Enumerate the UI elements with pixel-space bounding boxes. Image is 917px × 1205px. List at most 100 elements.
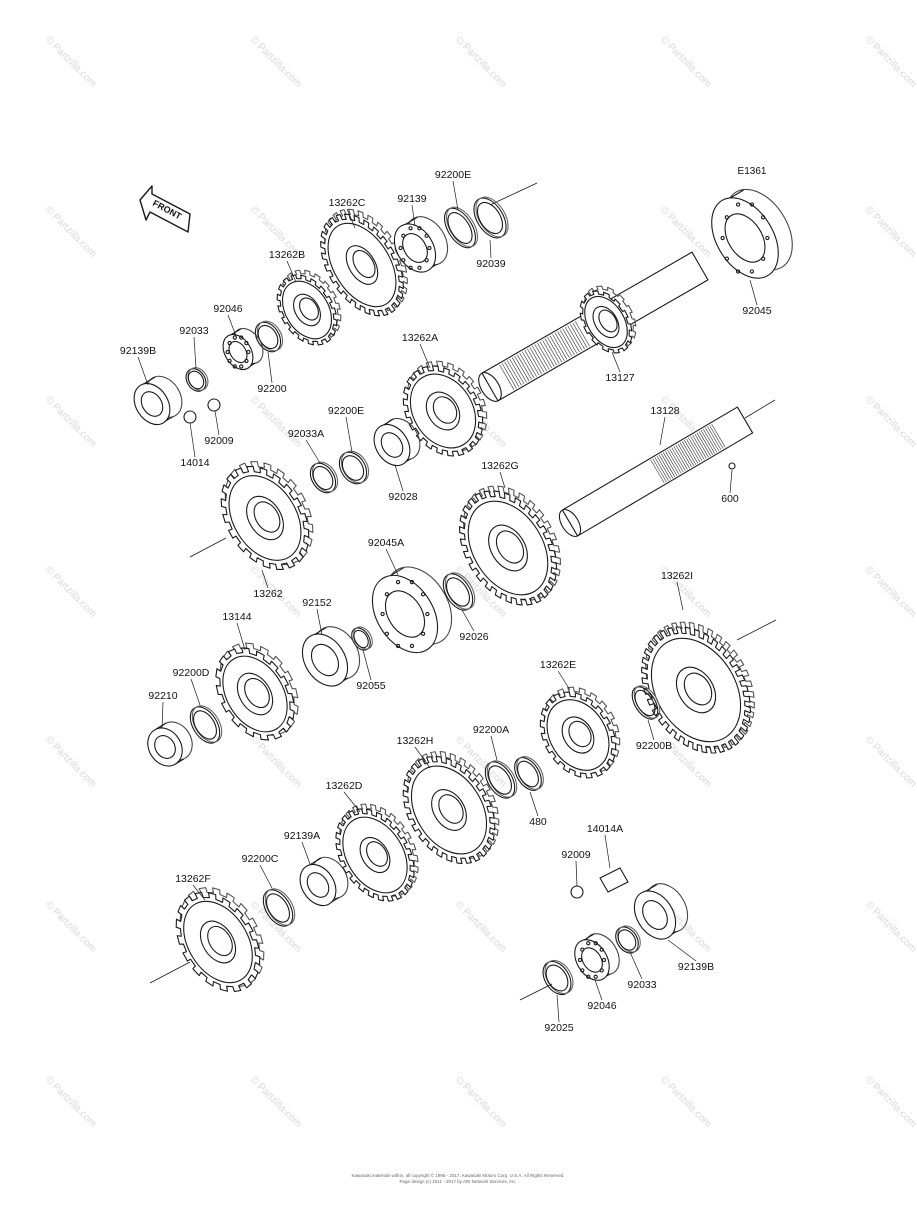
main-shaft-13127-spline bbox=[534, 344, 550, 370]
washer-92025 bbox=[542, 959, 574, 996]
washer-92200B-inner bbox=[634, 689, 656, 717]
needle-bearing-92046-bottom-front bbox=[574, 939, 610, 981]
part-label-92009-right: 92009 bbox=[561, 848, 591, 861]
watermark-text: © Partzilla.com bbox=[43, 34, 98, 89]
leader-line bbox=[305, 439, 321, 464]
washer-14014 bbox=[183, 410, 197, 424]
bearing-92045-roller bbox=[760, 215, 766, 220]
needle-bearing-92139-roller bbox=[424, 258, 429, 263]
watermark-text: © Partzilla.com bbox=[863, 734, 917, 789]
counter-shaft-13128-spline bbox=[679, 442, 695, 466]
bearing-92045-roller bbox=[724, 256, 730, 261]
bearing-92045A-roller bbox=[420, 631, 426, 636]
main-shaft-13127-spline bbox=[542, 340, 558, 366]
bearing-92045A-roller bbox=[420, 592, 426, 597]
washer-92200D-outer-back bbox=[191, 705, 223, 743]
part-label-13262G: 13262G bbox=[481, 459, 519, 472]
washer-92200E-mid-outer bbox=[338, 451, 368, 485]
gear-13262-rim bbox=[228, 475, 302, 561]
gear-13262D-rim bbox=[342, 816, 408, 894]
gear-13262F-hub bbox=[199, 920, 237, 964]
nut-92210-bore bbox=[154, 735, 176, 759]
needle-bearing-92046-roller bbox=[239, 335, 244, 340]
leader-line bbox=[190, 678, 201, 706]
bearing-92045-roller bbox=[735, 269, 741, 274]
part-label-92200E-mid: 92200E bbox=[327, 404, 365, 417]
needle-bearing-92046-bottom-roller bbox=[580, 947, 585, 952]
bushing-92139A-front bbox=[299, 863, 337, 907]
circlip-92033-bottom-inner bbox=[617, 929, 637, 951]
leader-line bbox=[301, 841, 311, 865]
gear-13262I-bore bbox=[683, 672, 713, 706]
needle-bearing-92139-roller bbox=[398, 245, 403, 251]
leader-line bbox=[647, 719, 655, 741]
washer-92026 bbox=[442, 572, 476, 611]
circlip-92033-top-inner bbox=[187, 370, 205, 390]
leader-line bbox=[419, 343, 431, 369]
bushing-92139A-bore bbox=[306, 872, 330, 898]
needle-bearing-92139-roller bbox=[424, 233, 429, 238]
washer-92025-inner bbox=[545, 964, 569, 992]
needle-bearing-92046-roller bbox=[227, 358, 232, 364]
circlip-92033A bbox=[309, 461, 339, 494]
part-label-92139: 92139 bbox=[397, 192, 427, 205]
part-label-92033-top: 92033 bbox=[179, 324, 209, 337]
counter-shaft-13128-spline bbox=[673, 446, 688, 470]
part-label-92139B-left: 92139B bbox=[119, 344, 157, 357]
main-shaft-13127-spline bbox=[501, 363, 517, 389]
gear-13262C-bore bbox=[352, 249, 376, 279]
counter-shaft-13128-spline bbox=[700, 430, 716, 454]
circlip-92039-outer-back bbox=[475, 196, 509, 238]
counter-shaft-13128-spline bbox=[686, 438, 701, 463]
counter-shaft-13128-spline bbox=[698, 431, 713, 455]
main-shaft-13127-spline bbox=[506, 360, 522, 386]
counter-shaft-13128-spline bbox=[696, 432, 711, 457]
washer-92200 bbox=[254, 320, 284, 353]
collar-92152-front bbox=[301, 633, 349, 687]
gear-13262I-rim bbox=[650, 637, 742, 743]
gear-13127-hub bbox=[592, 305, 620, 339]
part-label-92200A: 92200A bbox=[472, 723, 510, 736]
leader-line bbox=[385, 548, 399, 576]
bearing-92045-roller bbox=[765, 235, 770, 241]
watermark-text: © Partzilla.com bbox=[453, 899, 508, 954]
leader-line bbox=[676, 581, 684, 611]
bushing-92139A bbox=[299, 856, 349, 907]
bearing-92045 bbox=[711, 188, 793, 279]
needle-bearing-92139 bbox=[393, 216, 449, 273]
counter-shaft-13128-spline bbox=[690, 436, 705, 460]
main-shaft-13127-spline bbox=[522, 351, 537, 377]
part-label-480: 480 bbox=[529, 815, 547, 828]
leader-line bbox=[604, 834, 611, 869]
part-label-92046-bottom: 92046 bbox=[587, 999, 617, 1012]
nut-92210 bbox=[147, 721, 193, 767]
arrow-bottom-right bbox=[519, 983, 553, 1001]
gear-13262E-hub bbox=[561, 716, 595, 754]
bearing-92045-roller bbox=[760, 256, 766, 261]
bushing-92139A-edge-top bbox=[308, 857, 322, 866]
leader-line bbox=[411, 204, 416, 227]
bearing-92045-bore bbox=[724, 213, 766, 263]
gear-13262A-bore bbox=[432, 396, 458, 424]
part-label-92033A: 92033A bbox=[287, 427, 325, 440]
needle-bearing-92139-roller bbox=[417, 265, 422, 270]
gear-13262H-hub bbox=[431, 789, 467, 831]
leader-line bbox=[214, 410, 220, 436]
bearing-92045-edge-top bbox=[729, 189, 744, 199]
gear-13262I bbox=[641, 621, 755, 754]
counter-shaft-13128-spline bbox=[675, 444, 690, 469]
front-arrow: FRONT bbox=[139, 185, 191, 233]
bushing-92139B-left-edge-top bbox=[142, 376, 156, 385]
circlip-92039-outer bbox=[473, 197, 507, 239]
leader-line bbox=[192, 884, 206, 901]
leader-line bbox=[611, 351, 621, 373]
main-shaft-13127-spline bbox=[574, 321, 590, 347]
circlip-92039-inner bbox=[476, 201, 504, 235]
part-label-13262D: 13262D bbox=[325, 779, 363, 792]
gear-13262I-teeth bbox=[641, 626, 751, 754]
leader-line bbox=[362, 649, 372, 681]
part-label-92200D: 92200D bbox=[172, 666, 210, 679]
bolt-92009-left bbox=[207, 398, 221, 412]
washer-92025-outer bbox=[542, 960, 572, 996]
leader-line bbox=[193, 336, 197, 369]
